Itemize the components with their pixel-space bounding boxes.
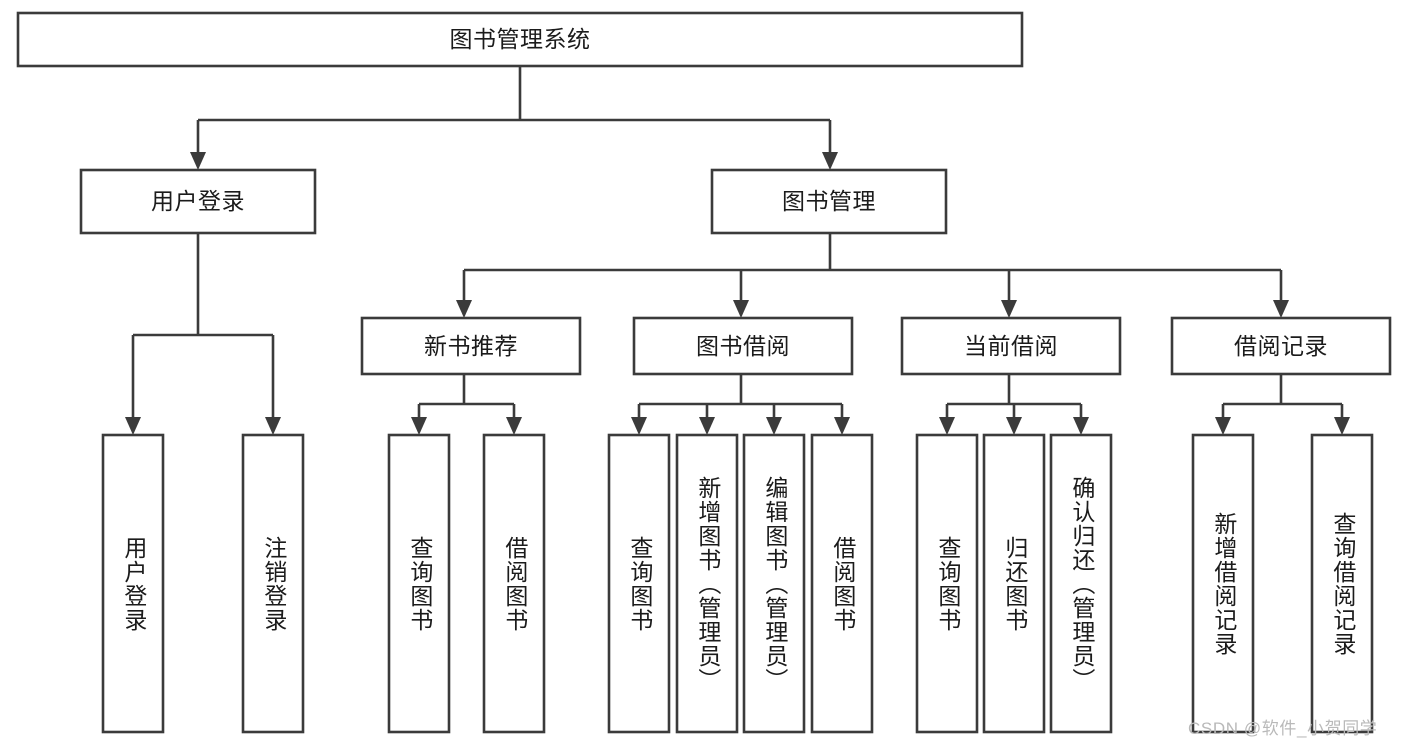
node-user-login-box[interactable]: [79, 168, 317, 235]
connector-current-borrow-to-leaves: [939, 374, 1089, 435]
node-book-manage-box[interactable]: [710, 168, 948, 235]
leaf-box-book-borrow-1[interactable]: [675, 433, 739, 734]
leaf-box-new-book-0[interactable]: [387, 433, 451, 734]
connector-root-to-level2: [190, 66, 838, 170]
leaf-box-user-login-0[interactable]: [101, 433, 165, 734]
node-new-book-recommend-box[interactable]: [360, 316, 582, 376]
leaf-box-user-login-1[interactable]: [241, 433, 305, 734]
csdn-watermark: CSDN @软件_小贺同学: [1188, 719, 1378, 738]
leaf-box-borrow-record-0[interactable]: [1191, 433, 1255, 734]
connector-borrow-record-to-leaves: [1215, 374, 1350, 435]
node-current-borrow-box[interactable]: [900, 316, 1122, 376]
leaf-box-book-borrow-0[interactable]: [607, 433, 671, 734]
leaf-box-book-borrow-2[interactable]: [742, 433, 806, 734]
leaf-box-current-borrow-1[interactable]: [982, 433, 1046, 734]
leaf-box-current-borrow-2[interactable]: [1049, 433, 1113, 734]
leaf-box-new-book-1[interactable]: [482, 433, 546, 734]
connector-new-book-to-leaves: [411, 374, 522, 435]
connector-user-login-to-leaves: [125, 233, 281, 435]
leaf-box-book-borrow-3[interactable]: [810, 433, 874, 734]
connector-book-manage-to-level3: [456, 233, 1289, 318]
node-root-box[interactable]: [16, 11, 1024, 68]
node-borrow-record-box[interactable]: [1170, 316, 1392, 376]
leaf-box-borrow-record-1[interactable]: [1310, 433, 1374, 734]
connector-book-borrow-to-leaves: [631, 374, 850, 435]
leaf-box-current-borrow-0[interactable]: [915, 433, 979, 734]
node-book-borrow-box[interactable]: [632, 316, 854, 376]
